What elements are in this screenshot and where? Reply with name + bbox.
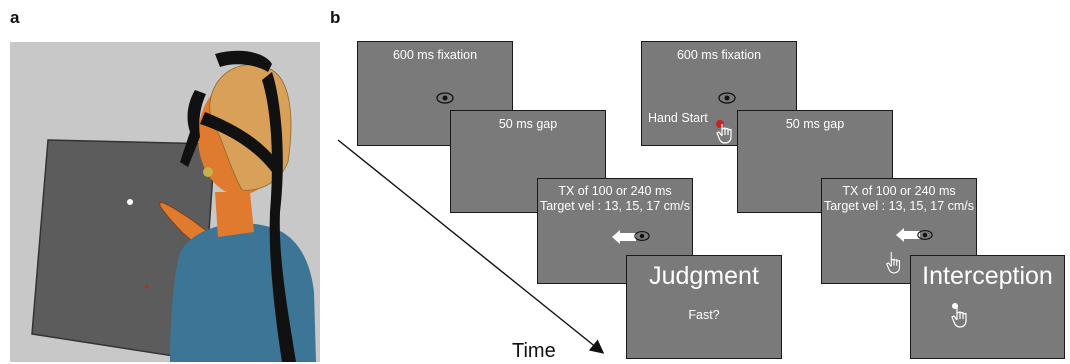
motion-arrow-icon	[612, 230, 636, 244]
target-velocity-label: Target vel : 13, 15, 17 cm/s	[823, 199, 975, 213]
panel-label-b: b	[330, 8, 341, 27]
eye-icon	[436, 92, 454, 104]
eye-icon	[634, 230, 650, 242]
target-dot	[127, 199, 133, 205]
neck	[215, 192, 254, 237]
tx-duration-label: TX of 100 or 240 ms	[558, 184, 672, 198]
gap-label: 50 ms gap	[785, 117, 845, 131]
judgment-question: Fast?	[688, 308, 720, 322]
fixation-label: 600 ms fixation	[392, 48, 478, 62]
screen-judgment: Judgment Fast?	[626, 255, 782, 359]
hand-pointer-icon	[886, 252, 900, 274]
target-velocity-label: Target vel : 13, 15, 17 cm/s	[539, 199, 691, 213]
panel-label-a: a	[10, 8, 20, 27]
start-dot	[145, 285, 149, 289]
eye-tracker-arm	[180, 90, 206, 167]
hand-start-label: Hand Start	[648, 111, 708, 125]
eye-icon	[917, 229, 933, 241]
cable	[262, 72, 296, 362]
interception-hand-icon	[951, 303, 967, 328]
hand-start-icon	[716, 120, 732, 144]
time-label: Time	[512, 340, 556, 362]
headset-strap	[200, 112, 278, 172]
motion-arrow-icon	[896, 228, 920, 242]
interception-title: Interception	[922, 262, 1053, 290]
earring	[203, 167, 213, 177]
screen-interception: Interception	[910, 255, 1065, 359]
gap-label: 50 ms gap	[498, 117, 558, 131]
eye-icon	[718, 92, 736, 104]
fixation-label: 600 ms fixation	[676, 48, 762, 62]
tx-duration-label: TX of 100 or 240 ms	[842, 184, 956, 198]
headset-top	[215, 50, 272, 72]
judgment-title: Judgment	[649, 262, 759, 290]
participant-illustration	[10, 42, 320, 362]
